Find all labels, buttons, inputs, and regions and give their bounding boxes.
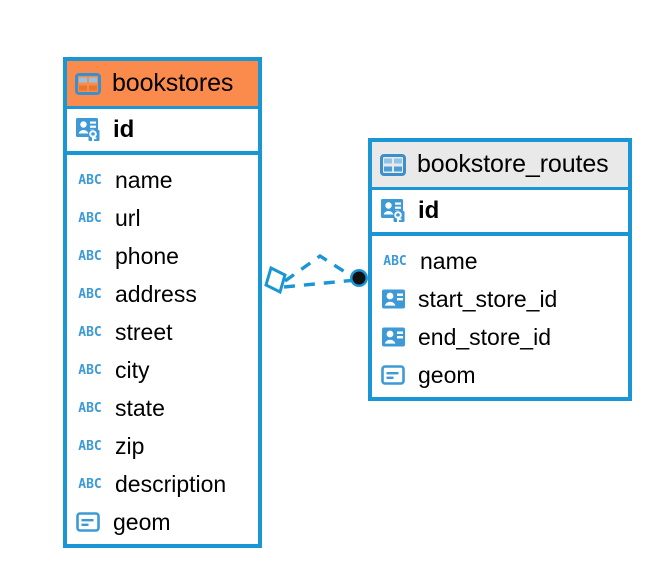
primary-key-row[interactable]: id [67, 109, 258, 155]
abc-icon: ABC [78, 438, 102, 454]
abc-icon: ABC [78, 172, 102, 188]
primary-key-icon [380, 198, 408, 224]
entity-header-bookstore-routes[interactable]: bookstore_routes [372, 142, 628, 190]
primary-key-label: id [113, 116, 135, 143]
geometry-icon [75, 510, 103, 534]
field-label: url [115, 204, 141, 231]
field-label: description [115, 470, 227, 497]
table-icon [75, 72, 101, 95]
entity-bookstores[interactable]: bookstores id [63, 57, 262, 548]
field-label: name [115, 166, 173, 193]
field-label: state [115, 394, 165, 421]
field-label: geom [418, 361, 476, 388]
field-row[interactable]: end_store_id [372, 318, 628, 356]
field-row[interactable]: ABC name [372, 242, 628, 280]
field-label: phone [115, 242, 179, 269]
field-row[interactable]: geom [372, 356, 628, 394]
relationship-line-lower [283, 278, 357, 289]
primary-key-label: id [418, 197, 440, 224]
field-row[interactable]: geom [67, 503, 258, 541]
geometry-icon [380, 363, 408, 387]
field-row[interactable]: ABC url [67, 199, 258, 237]
rhombus-marker [264, 265, 287, 295]
foreign-key-icon [380, 287, 408, 311]
primary-key-row[interactable]: id [372, 190, 628, 236]
foreign-key-icon [380, 325, 408, 349]
field-list-bookstore-routes: ABC name start_store_id [372, 236, 628, 402]
filled-circle-marker [350, 269, 368, 287]
field-label: name [420, 247, 478, 274]
abc-icon: ABC [78, 400, 102, 416]
field-list-bookstores: ABC name ABC url ABC phone ABC address A… [67, 155, 258, 549]
table-icon [380, 153, 406, 176]
primary-key-icon [75, 117, 103, 143]
field-label: end_store_id [418, 323, 551, 350]
field-row[interactable]: ABC state [67, 389, 258, 427]
abc-icon: ABC [78, 362, 102, 378]
field-row[interactable]: ABC street [67, 313, 258, 351]
entity-bookstore-routes[interactable]: bookstore_routes id [368, 138, 632, 401]
field-row[interactable]: ABC address [67, 275, 258, 313]
field-label: street [115, 318, 173, 345]
field-label: city [115, 356, 150, 383]
abc-icon: ABC [78, 324, 102, 340]
abc-icon: ABC [78, 210, 102, 226]
field-row[interactable]: ABC city [67, 351, 258, 389]
relationship-line-upper [284, 253, 357, 283]
field-row[interactable]: start_store_id [372, 280, 628, 318]
field-label: address [115, 280, 197, 307]
field-row[interactable]: ABC phone [67, 237, 258, 275]
abc-icon: ABC [78, 286, 102, 302]
field-row[interactable]: ABC description [67, 465, 258, 503]
field-label: geom [113, 508, 171, 535]
field-row[interactable]: ABC name [67, 161, 258, 199]
entity-header-bookstores[interactable]: bookstores [67, 61, 258, 109]
field-label: start_store_id [418, 285, 558, 312]
abc-icon: ABC [78, 476, 102, 492]
field-label: zip [115, 432, 145, 459]
abc-icon: ABC [78, 248, 102, 264]
entity-title: bookstores [112, 69, 234, 97]
field-row[interactable]: ABC zip [67, 427, 258, 465]
abc-icon: ABC [383, 253, 407, 269]
entity-title: bookstore_routes [417, 150, 609, 178]
